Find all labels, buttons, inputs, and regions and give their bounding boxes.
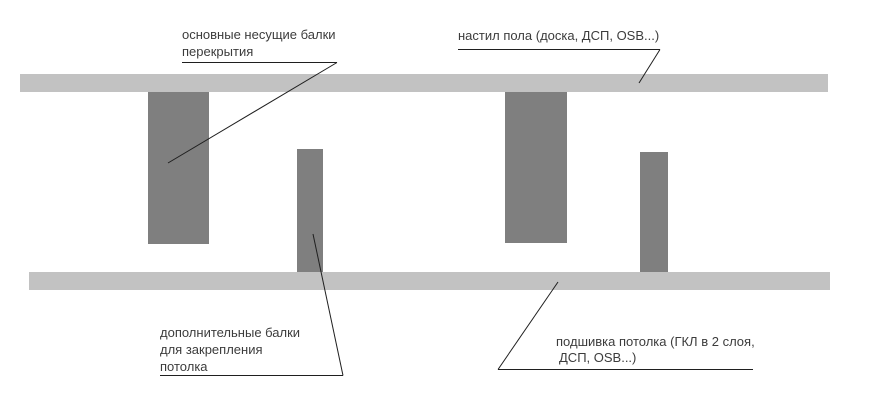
label-ceiling-line1: подшивка потолка (ГКЛ в 2 слоя, [556,334,755,349]
label-extra-beams: дополнительные балки для закрепления пот… [160,324,300,375]
extra-beam-left [297,149,323,272]
ceiling-leader-line [497,281,559,370]
main-beam-left [148,92,209,244]
label-ceiling-line2: ДСП, OSB...) [559,350,637,365]
main-beam-right [505,92,567,243]
extra-beam-right [640,152,668,272]
label-main-beams-line2: перекрытия [182,44,254,59]
label-main-beams: основные несущие балки перекрытия [182,26,336,60]
label-floor-deck-line1: настил пола (доска, ДСП, OSB...) [458,28,660,43]
label-extra-beams-line3: потолка [160,359,208,374]
label-ceiling: подшивка потолка (ГКЛ в 2 слоя, ДСП, OSB… [556,334,755,366]
ceiling-slab [29,272,830,290]
label-extra-beams-line2: для закрепления [160,342,263,357]
label-main-beams-line1: основные несущие балки [182,27,336,42]
floor-deck-slab [20,74,828,92]
label-floor-deck: настил пола (доска, ДСП, OSB...) [458,27,659,44]
label-extra-beams-line1: дополнительные балки [160,325,301,340]
